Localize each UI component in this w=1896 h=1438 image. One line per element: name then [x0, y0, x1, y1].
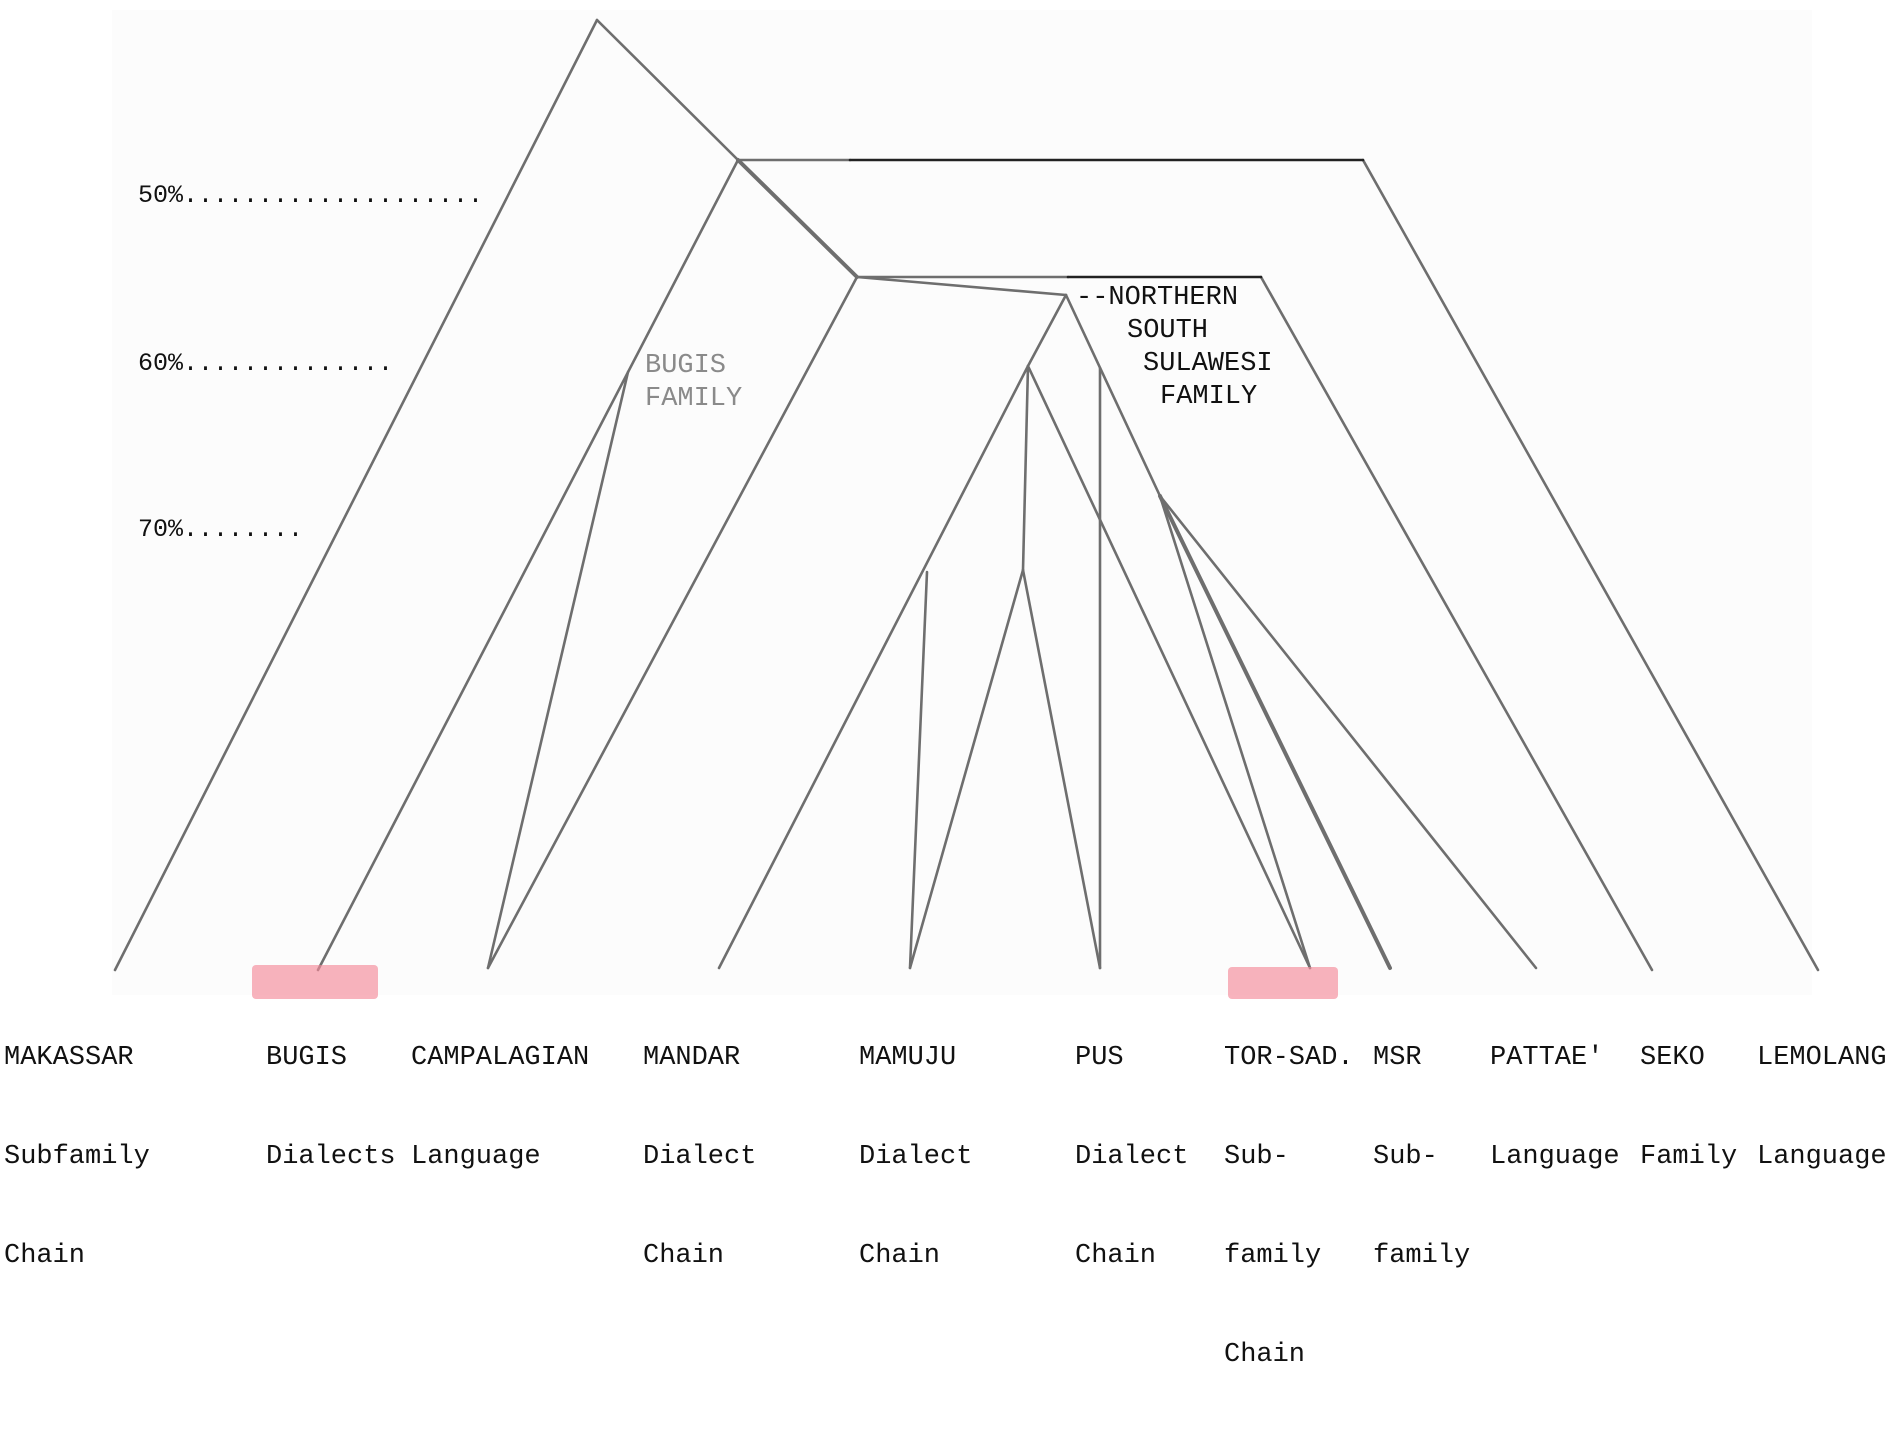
diagram-canvas: 50%.................... 60%.............…: [4, 10, 1887, 1370]
leaf-pus-line2: Dialect: [1075, 1142, 1189, 1172]
leaf-bugis-line1: BUGIS: [266, 1043, 348, 1073]
connector-mid: [855, 275, 1068, 297]
branch-nss-right: [1064, 293, 1162, 498]
leaf-lemolang-line2: Language: [1757, 1142, 1887, 1172]
leaf-seko-line1: SEKO: [1640, 1043, 1705, 1073]
leaf-makassar-line1: MAKASSAR: [4, 1043, 134, 1073]
bugis-highlight: [252, 965, 378, 999]
branch-lemolang: [1361, 158, 1820, 972]
scale-50: 50%....................: [138, 182, 483, 210]
leaf-torsad-line3: family: [1224, 1241, 1322, 1271]
torsad-highlight: [1228, 967, 1338, 999]
leaf-mandar-line1: MANDAR: [643, 1043, 741, 1073]
scale-50-label: 50%: [138, 181, 184, 210]
branch-makassar: [113, 18, 599, 972]
leaf-seko-line2: Family: [1640, 1142, 1738, 1172]
leaf-makassar-line3: Chain: [4, 1241, 86, 1271]
leaf-pattae-line1: PATTAE': [1490, 1043, 1604, 1073]
northern-prefix: --NORTHERN: [1076, 283, 1239, 313]
scale-70-dots: ........: [183, 515, 304, 544]
leaf-mamuju: MAMUJU Dialect Chain: [859, 976, 972, 1339]
leaf-lemolang-line1: LEMOLANG: [1757, 1043, 1887, 1073]
northern-line3: FAMILY: [1160, 382, 1258, 412]
leaf-pus-line1: PUS: [1075, 1043, 1124, 1073]
branch-torsad-long: [1026, 364, 1312, 970]
leaf-campalagian-line1: CAMPALAGIAN: [411, 1043, 590, 1073]
leaf-pattae-line2: Language: [1490, 1142, 1620, 1172]
branch-seko: [1259, 275, 1654, 972]
leaf-mandar: MANDAR Dialect Chain: [643, 976, 756, 1339]
branch-pattae: [1158, 494, 1538, 970]
branch-mamuju-b: [1021, 568, 1102, 970]
leaf-torsad-line2: Sub-: [1224, 1142, 1289, 1172]
scale-70-label: 70%: [138, 515, 184, 544]
leaf-bugis: BUGIS Dialects: [266, 976, 396, 1240]
leaf-makassar-line2: Subfamily: [4, 1142, 150, 1172]
leaf-mandar-line3: Chain: [643, 1241, 725, 1271]
paper-background: [112, 10, 1812, 995]
northern-line1: SOUTH: [1127, 316, 1209, 346]
leaf-pus-line3: Chain: [1075, 1241, 1157, 1271]
leaf-mamuju-line2: Dialect: [859, 1142, 973, 1172]
scale-60-dots: ..............: [183, 349, 394, 378]
leaf-pus: PUS Dialect Chain: [1075, 976, 1188, 1339]
bugis-family-line2: FAMILY: [645, 384, 743, 414]
leaf-msr: MSR Sub- family: [1373, 976, 1470, 1339]
leaf-torsad-line4: Chain: [1224, 1340, 1306, 1370]
branch-campalagian-b: [486, 275, 859, 970]
branch-heavy-2: [1158, 494, 1392, 970]
branch-campalagian-a: [486, 370, 630, 970]
leaf-bugis-line2: Dialects: [266, 1142, 396, 1172]
leaf-mamuju-line1: MAMUJU: [859, 1043, 957, 1073]
branch-nss-left: [1026, 293, 1068, 368]
scale-60: 60%..............: [138, 350, 393, 378]
leaf-campalagian-line2: Language: [411, 1142, 541, 1172]
leaf-lemolang: LEMOLANG Language: [1757, 976, 1887, 1240]
leaf-seko: SEKO Family: [1640, 976, 1737, 1240]
scale-70: 70%........: [138, 516, 303, 544]
northern-line2: SULAWESI: [1143, 349, 1273, 379]
scale-60-label: 60%: [138, 349, 184, 378]
leaf-mandar-line2: Dialect: [643, 1142, 757, 1172]
leaf-msr-line3: family: [1373, 1241, 1471, 1271]
leaf-campalagian: CAMPALAGIAN Language: [411, 976, 589, 1240]
leaf-pattae: PATTAE' Language: [1490, 976, 1620, 1240]
branch-mamuju-stem: [1021, 364, 1030, 572]
leaf-torsad-line1: TOR-SAD.: [1224, 1043, 1354, 1073]
branch-root-right: [595, 18, 740, 162]
leaf-makassar: MAKASSAR Subfamily Chain: [4, 976, 150, 1339]
branch-mandar: [717, 364, 1030, 970]
branch-torsad: [1158, 494, 1312, 970]
tree-lines: [113, 18, 1820, 972]
branch-heavy-1: [736, 158, 859, 279]
leaf-msr-line2: Sub-: [1373, 1142, 1438, 1172]
leaf-torsad: TOR-SAD. Sub- family Chain: [1224, 976, 1354, 1438]
scale-50-dots: ....................: [183, 181, 484, 210]
bugis-family-line1: BUGIS: [645, 351, 727, 381]
branch-mandar-sub: [908, 570, 929, 970]
leaf-msr-line1: MSR: [1373, 1043, 1422, 1073]
leaf-mamuju-line3: Chain: [859, 1241, 941, 1271]
branch-mamuju-a: [908, 568, 1025, 970]
branch-bugis-family: [316, 158, 740, 972]
